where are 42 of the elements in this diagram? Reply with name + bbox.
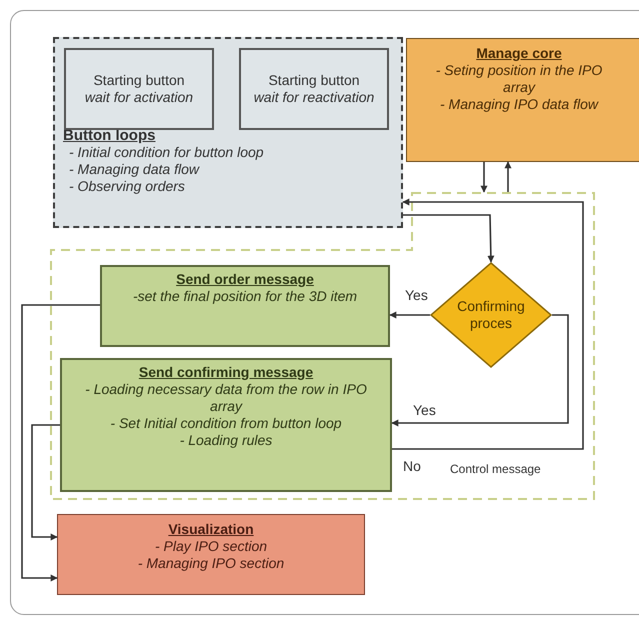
process-box bbox=[57, 514, 365, 595]
list-item: - Seting position in the IPO array bbox=[434, 62, 604, 96]
connector-arrow bbox=[403, 214, 494, 263]
process-box bbox=[60, 358, 392, 492]
box-text: wait for reactivation bbox=[252, 89, 376, 106]
process-box bbox=[406, 38, 639, 162]
decision-diamond bbox=[430, 262, 552, 368]
process-box bbox=[100, 265, 390, 347]
list-item: - Play IPO section bbox=[154, 538, 268, 555]
box-text: Starting button bbox=[267, 72, 361, 89]
connector-arrow bbox=[21, 304, 100, 582]
connector-arrow bbox=[480, 162, 488, 193]
decision-label: Confirming proces bbox=[456, 298, 526, 332]
list-item: - Observing orders bbox=[68, 178, 186, 195]
list-item: - Managing IPO data flow bbox=[439, 96, 600, 113]
state-box bbox=[239, 48, 389, 130]
connector-arrow bbox=[391, 314, 569, 426]
edge-label: Yes bbox=[404, 287, 429, 303]
list-item: - Set Initial condition from button loop bbox=[109, 415, 343, 432]
list-item: - Initial condition for button loop bbox=[68, 144, 265, 161]
box-text: wait for activation bbox=[84, 89, 194, 106]
edge-label: Yes bbox=[412, 402, 437, 418]
state-box bbox=[64, 48, 214, 130]
connector-arrow bbox=[31, 424, 60, 540]
edge-label: No bbox=[402, 458, 422, 474]
box-heading: Visualization bbox=[167, 521, 255, 538]
connector-arrow bbox=[392, 198, 584, 450]
dashed-region bbox=[50, 192, 595, 500]
list-item: - Loading necessary data from the row in IPO array bbox=[84, 381, 368, 415]
list-item: - Managing IPO section bbox=[136, 555, 286, 572]
note-label: Control message bbox=[450, 462, 541, 476]
list-item: -set the final position for the 3D item bbox=[132, 288, 358, 305]
box-text: Starting button bbox=[92, 72, 186, 89]
box-heading: Button loops bbox=[63, 127, 156, 144]
connector-arrow bbox=[504, 161, 512, 192]
box-heading: Send order message bbox=[175, 271, 315, 288]
list-item: - Managing data flow bbox=[68, 161, 201, 178]
list-item: - Loading rules bbox=[178, 432, 274, 449]
box-heading: Send confirming message bbox=[138, 364, 314, 381]
connector-arrow bbox=[389, 312, 430, 318]
box-heading: Manage core bbox=[475, 45, 563, 62]
group-box bbox=[53, 37, 403, 228]
